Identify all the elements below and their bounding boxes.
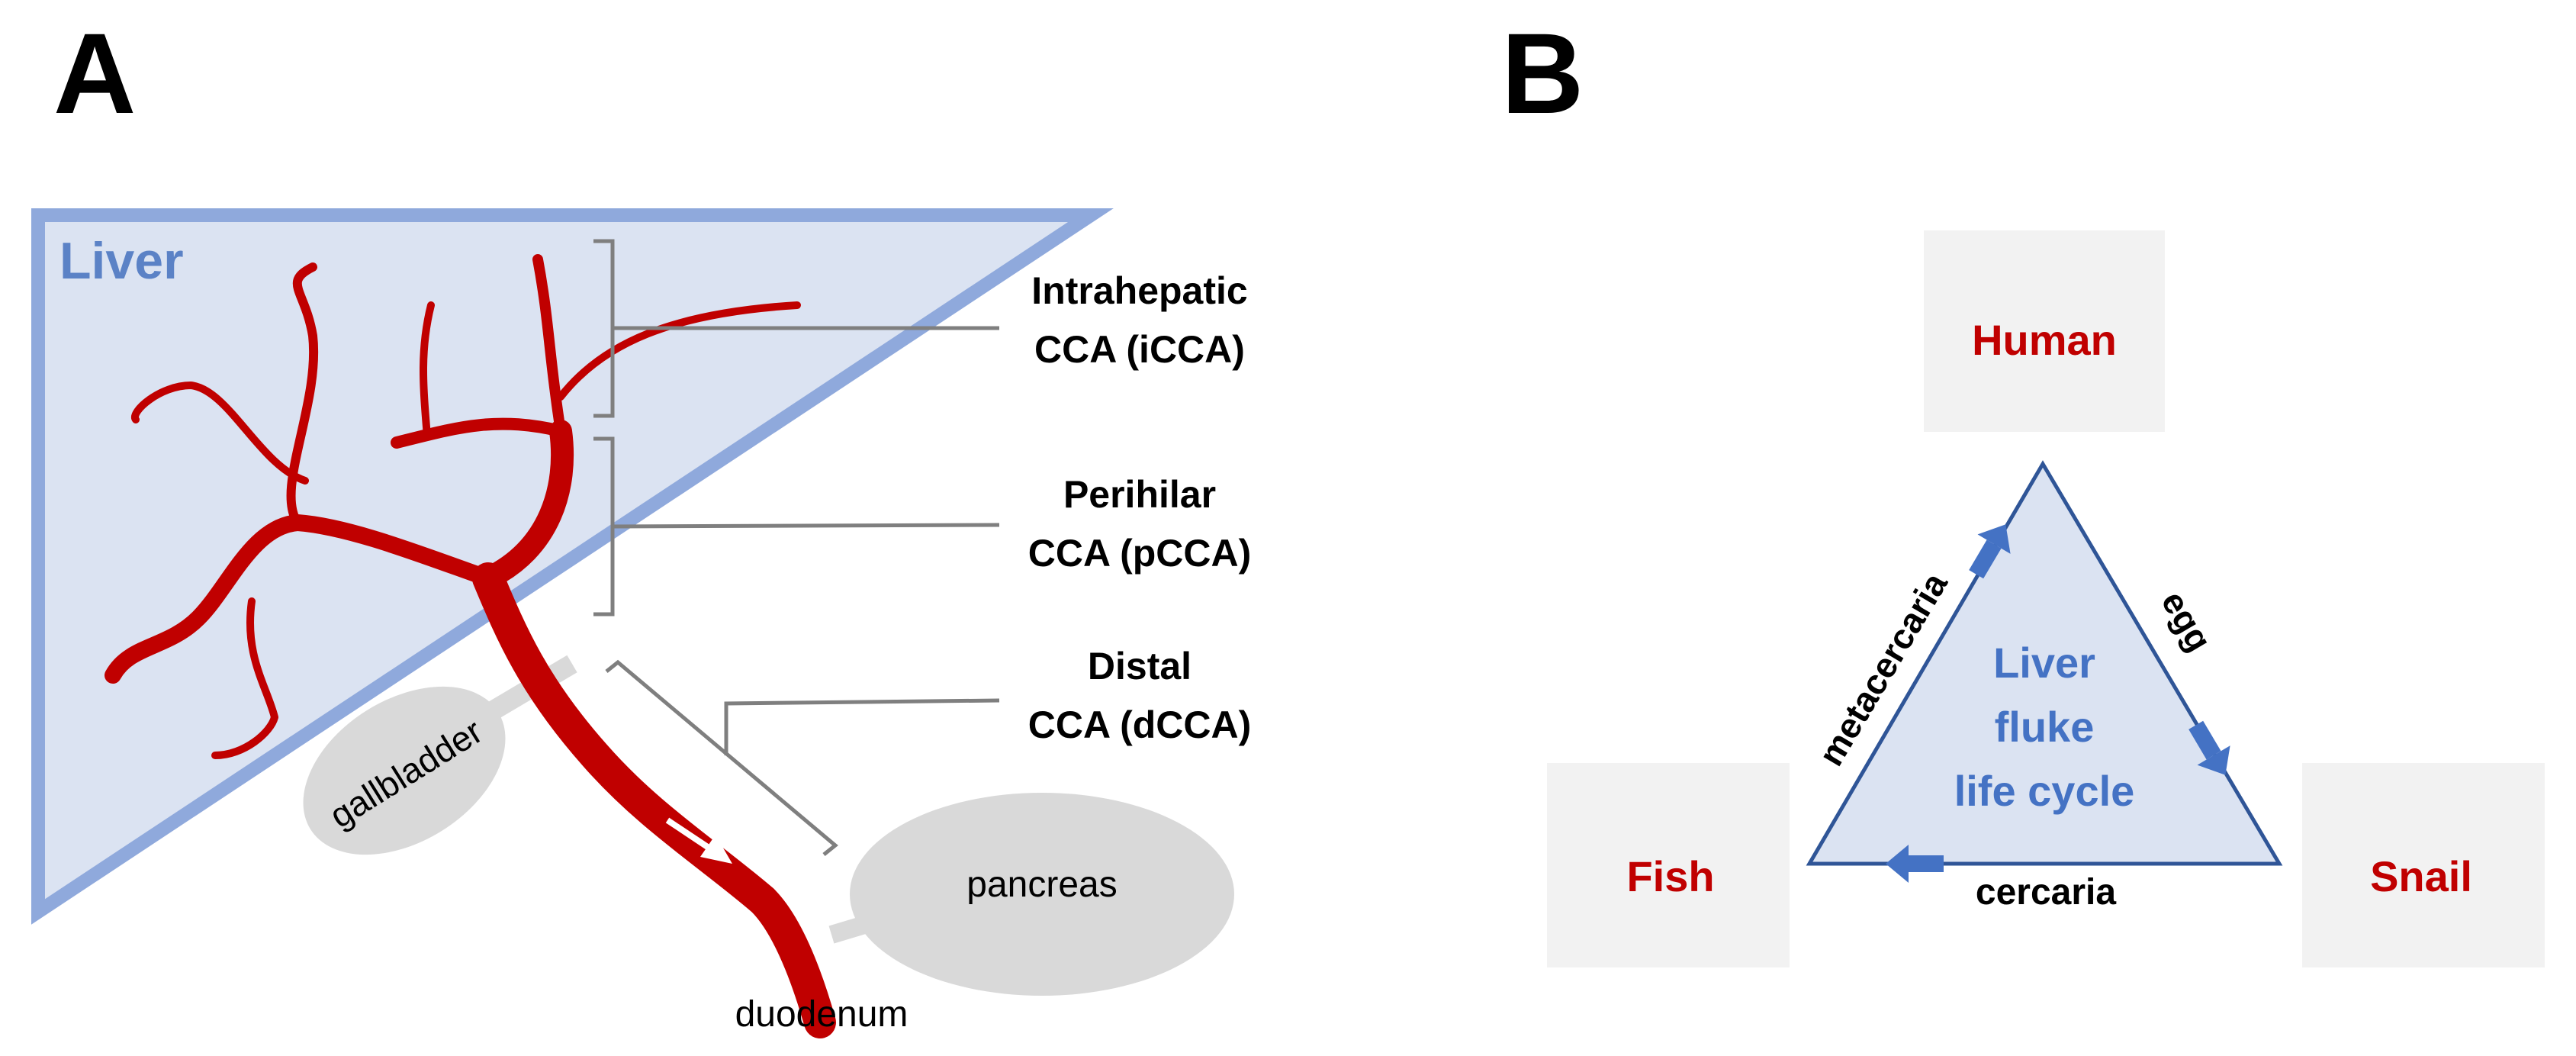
pancreas-label: pancreas <box>966 864 1117 905</box>
label-perihilar: Perihilar CCA (pCCA) <box>1028 473 1252 575</box>
host-fish: Fish <box>1547 763 1790 967</box>
center-line3: life cycle <box>1954 767 2135 815</box>
edge-egg-label: egg <box>2154 584 2220 658</box>
panel-b: B Human Fish Snail egg <box>1501 9 2545 967</box>
arrow-cercaria <box>1886 845 1944 883</box>
center-line2: fluke <box>1995 703 2095 751</box>
panel-b-letter: B <box>1501 9 1584 137</box>
snail-label: Snail <box>2370 852 2472 900</box>
label-intrahepatic: Intrahepatic CCA (iCCA) <box>1031 269 1247 371</box>
bracket-intrahepatic <box>593 239 999 418</box>
distal-line1: Distal <box>1088 645 1192 687</box>
flow-arrow <box>665 817 732 864</box>
gallbladder: gallbladder <box>303 655 577 855</box>
label-distal: Distal CCA (dCCA) <box>1028 645 1252 746</box>
distal-line2: CCA (dCCA) <box>1028 703 1252 746</box>
liver-label: Liver <box>59 232 184 290</box>
panel-a-letter: A <box>53 9 136 137</box>
perihilar-line2: CCA (pCCA) <box>1028 532 1252 575</box>
bile-duct-tree <box>105 254 836 1038</box>
common-bile-duct <box>472 562 836 1038</box>
bracket-distal <box>605 659 1000 856</box>
host-human: Human <box>1924 230 2165 432</box>
human-label: Human <box>1972 316 2117 364</box>
pancreas: pancreas <box>828 793 1234 996</box>
host-snail: Snail <box>2302 763 2545 967</box>
arrow-metacercaria <box>1969 524 2011 579</box>
duodenum-label: duodenum <box>735 994 909 1035</box>
intrahepatic-line1: Intrahepatic <box>1031 269 1247 312</box>
bracket-perihilar <box>593 436 1000 617</box>
liver-shape <box>31 208 1114 925</box>
intrahepatic-line2: CCA (iCCA) <box>1034 328 1245 371</box>
perihilar-line1: Perihilar <box>1063 473 1216 516</box>
edge-cercaria-label: cercaria <box>1976 872 2116 913</box>
cycle-triangle <box>1806 460 2283 866</box>
panel-a: A Liver gallbladder pancreas <box>31 9 1252 1038</box>
cycle-center-text: Liver fluke life cycle <box>1954 639 2135 815</box>
center-line1: Liver <box>1993 639 2095 687</box>
arrow-egg <box>2188 720 2230 775</box>
fish-label: Fish <box>1626 852 1714 900</box>
